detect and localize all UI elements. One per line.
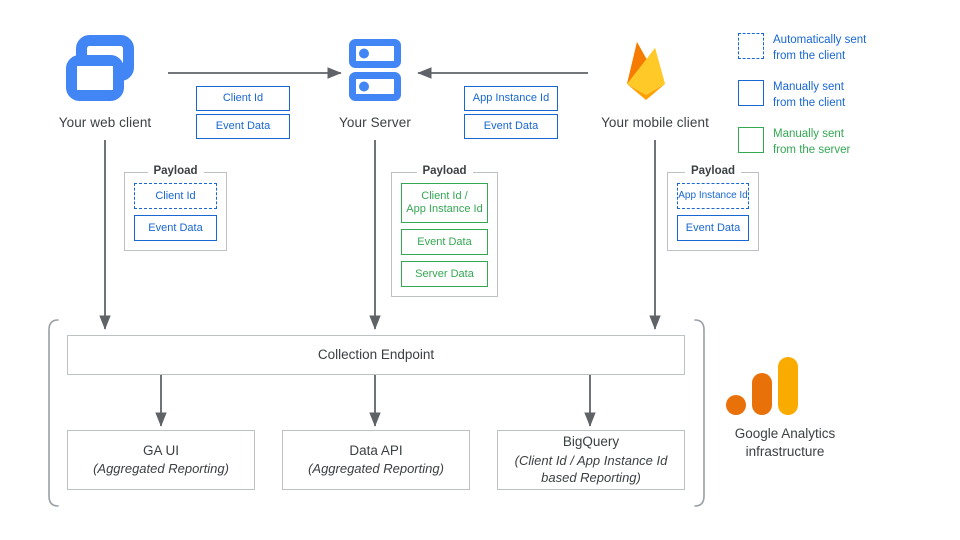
google-analytics-logo (726, 357, 798, 415)
legend-manual-client-line1: Manually sent (773, 81, 844, 94)
node-server: Your Server (315, 34, 435, 130)
legend-auto-client-line1: Automatically sent (773, 34, 867, 46)
payload-title: Payload (147, 165, 204, 177)
output-ga-ui-title: GA UI (142, 443, 179, 459)
payload-title: Payload (684, 165, 742, 177)
payload-item-event-data: Event Data (134, 215, 217, 241)
output-box-ga-ui: GA UI (Aggregated Reporting) (67, 430, 255, 490)
payload-item-server-data: Server Data (401, 261, 488, 287)
output-data-api-title: Data API (349, 443, 403, 459)
output-data-api-subtitle: (Aggregated Reporting) (308, 461, 444, 477)
payload-item-event-data: Event Data (401, 229, 488, 255)
payload-item-client-id: Client Id (134, 183, 217, 209)
node-mobile-client: Your mobile client (585, 34, 725, 130)
legend-manual-server-line2: from the server (773, 143, 851, 156)
node-server-label: Your Server (339, 115, 411, 130)
node-mobile-client-label: Your mobile client (601, 115, 709, 130)
web-client-payload: Payload Client Id Event Data (124, 165, 227, 251)
legend-swatch-dashed-blue (738, 33, 764, 59)
legend-auto-client: Automatically sent from the client (738, 33, 866, 64)
output-ga-ui-subtitle: (Aggregated Reporting) (93, 461, 229, 477)
infrastructure-bracket-left (48, 319, 59, 507)
mobile-client-payload: Payload App Instance Id Event Data (667, 165, 759, 251)
windows-icon (66, 35, 134, 101)
output-box-data-api: Data API (Aggregated Reporting) (282, 430, 470, 490)
legend-manual-client-line2: from the client (773, 96, 846, 109)
transfer-web-to-server-chips: Client Id Event Data (196, 86, 290, 139)
legend-swatch-solid-blue (738, 80, 764, 107)
legend-manual-server: Manually sent from the server (738, 127, 866, 158)
legend-auto-client-line2: from the client (773, 49, 846, 62)
brand-line1: Google Analytics (734, 426, 836, 441)
legend-swatch-solid-green (738, 127, 764, 154)
node-web-client: Your web client (45, 34, 165, 130)
chip-event-data: Event Data (464, 114, 558, 139)
node-web-client-label: Your web client (58, 115, 152, 130)
google-analytics-brand: Google Analytics infrastructure (700, 355, 870, 461)
output-bigquery-title: BigQuery (562, 434, 620, 450)
server-payload: Payload Client Id / App Instance Id Even… (391, 165, 498, 297)
legend-manual-server-line1: Manually sent (773, 128, 844, 141)
legend: Automatically sent from the client Manua… (738, 33, 866, 158)
legend-manual-client: Manually sent from the client (738, 80, 866, 111)
server-icon (349, 39, 401, 101)
collection-endpoint: Collection Endpoint (67, 335, 685, 375)
payload-item-app-instance-id: App Instance Id (677, 183, 749, 209)
infrastructure-bracket-right (694, 319, 705, 507)
brand-line2: infrastructure (745, 444, 825, 460)
output-box-bigquery: BigQuery (Client Id / App Instance Id ba… (497, 430, 685, 490)
chip-client-id: Client Id (196, 86, 290, 111)
chip-app-instance-id: App Instance Id (464, 86, 558, 111)
output-bigquery-subtitle: (Client Id / App Instance Id based Repor… (514, 452, 668, 486)
chip-event-data: Event Data (196, 114, 290, 139)
payload-title: Payload (416, 165, 473, 177)
collection-endpoint-label: Collection Endpoint (317, 346, 435, 362)
transfer-mobile-to-server-chips: App Instance Id Event Data (464, 86, 558, 139)
payload-item-client-id-app-instance-id: Client Id / App Instance Id (401, 183, 488, 223)
firebase-flame-icon (627, 42, 665, 100)
payload-item-event-data: Event Data (677, 215, 749, 241)
